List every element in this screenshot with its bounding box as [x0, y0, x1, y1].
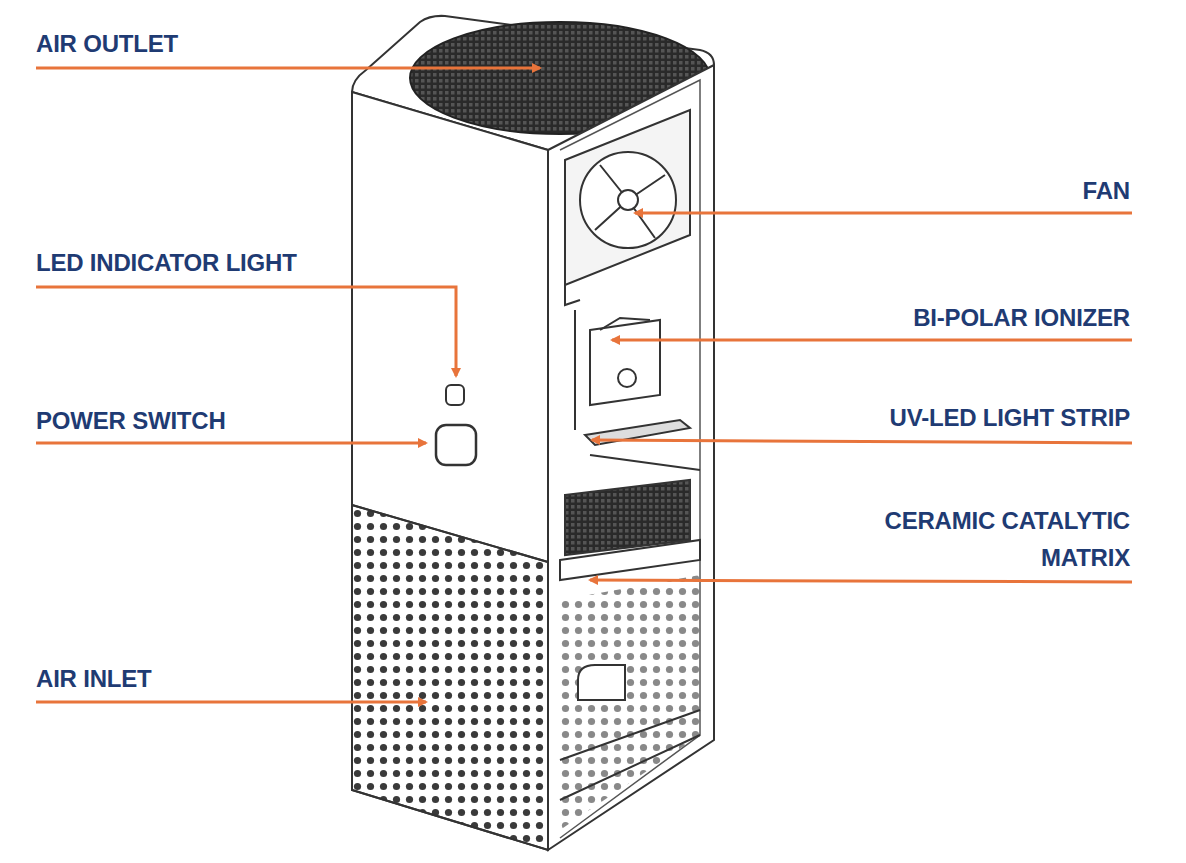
fan-blades [580, 152, 676, 248]
part-label: UV-LED LIGHT STRIP [530, 399, 1130, 436]
motor-part [578, 665, 625, 700]
part-label: POWER SWITCH [36, 402, 636, 439]
fan-housing [565, 110, 690, 285]
ionizer-block [590, 320, 660, 405]
leader-lines [36, 68, 1132, 702]
led-light [446, 385, 464, 405]
part-label: BI-POLAR IONIZER [530, 299, 1130, 336]
part-label: FAN [530, 172, 1130, 209]
part-label: AIR OUTLET [36, 25, 636, 62]
power-button [436, 425, 476, 465]
front-face [352, 92, 548, 850]
part-label: AIR INLET [36, 660, 636, 697]
inlet-perforation [352, 505, 548, 850]
part-label: CERAMIC CATALYTIC MATRIX [830, 502, 1130, 576]
side-cutaway [548, 65, 714, 850]
part-label: LED INDICATOR LIGHT [36, 244, 636, 281]
